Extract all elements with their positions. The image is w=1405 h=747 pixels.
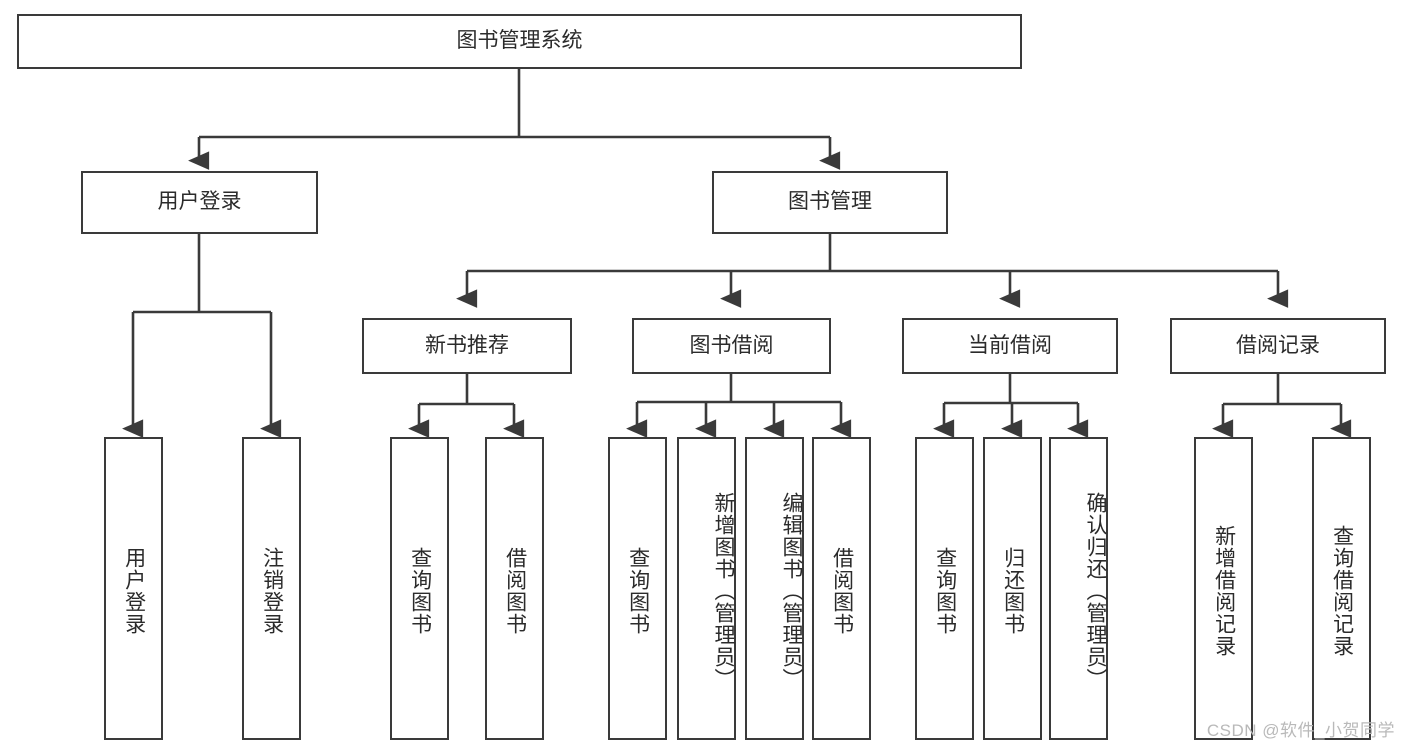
node-book-borrow[interactable]: 图书借阅: [632, 318, 831, 374]
leaf-logout-label: 注销登录: [260, 546, 284, 635]
leaf-query-book-2-label: 查询图书: [626, 546, 650, 635]
leaf-add-book[interactable]: 新增图书（管理员）: [677, 437, 736, 740]
leaf-logout[interactable]: 注销登录: [242, 437, 301, 740]
leaf-confirm-return-label: 确认归还（管理员）: [1084, 491, 1107, 690]
leaf-edit-book[interactable]: 编辑图书（管理员）: [745, 437, 804, 740]
node-current-borrow-label: 当前借阅: [968, 333, 1052, 357]
node-root-label: 图书管理系统: [456, 29, 583, 53]
node-current-borrow[interactable]: 当前借阅: [902, 318, 1118, 374]
node-new-book-rec-label: 新书推荐: [425, 333, 509, 357]
leaf-add-record[interactable]: 新增借阅记录: [1194, 437, 1253, 740]
leaf-user-login[interactable]: 用户登录: [104, 437, 163, 740]
leaf-query-book-3-label: 查询图书: [933, 546, 957, 635]
node-user-login-label: 用户登录: [157, 190, 242, 214]
node-book-borrow-label: 图书借阅: [689, 333, 774, 357]
node-borrow-record-label: 借阅记录: [1236, 333, 1320, 357]
leaf-query-book-1-label: 查询图书: [408, 546, 432, 635]
leaf-query-book-3[interactable]: 查询图书: [915, 437, 974, 740]
leaf-query-record[interactable]: 查询借阅记录: [1312, 437, 1371, 740]
node-book-manage[interactable]: 图书管理: [712, 171, 948, 234]
leaf-query-record-label: 查询借阅记录: [1330, 524, 1354, 657]
leaf-borrow-book-2-label: 借阅图书: [830, 546, 854, 635]
watermark: CSDN @软件_小贺同学: [1206, 721, 1395, 740]
node-root[interactable]: 图书管理系统: [17, 14, 1022, 69]
leaf-return-book-label: 归还图书: [1001, 546, 1025, 635]
node-book-manage-label: 图书管理: [788, 190, 872, 214]
node-new-book-rec[interactable]: 新书推荐: [362, 318, 572, 374]
leaf-borrow-book-1[interactable]: 借阅图书: [485, 437, 544, 740]
leaf-confirm-return[interactable]: 确认归还（管理员）: [1049, 437, 1108, 740]
leaf-user-login-label: 用户登录: [122, 546, 146, 635]
node-user-login[interactable]: 用户登录: [81, 171, 318, 234]
node-borrow-record[interactable]: 借阅记录: [1170, 318, 1386, 374]
leaf-query-book-1[interactable]: 查询图书: [390, 437, 449, 740]
leaf-borrow-book-2[interactable]: 借阅图书: [812, 437, 871, 740]
leaf-edit-book-label: 编辑图书（管理员）: [780, 491, 803, 690]
leaf-return-book[interactable]: 归还图书: [983, 437, 1042, 740]
leaf-borrow-book-1-label: 借阅图书: [503, 546, 527, 635]
leaf-add-book-label: 新增图书（管理员）: [712, 491, 735, 690]
leaf-add-record-label: 新增借阅记录: [1212, 524, 1236, 657]
leaf-query-book-2[interactable]: 查询图书: [608, 437, 667, 740]
